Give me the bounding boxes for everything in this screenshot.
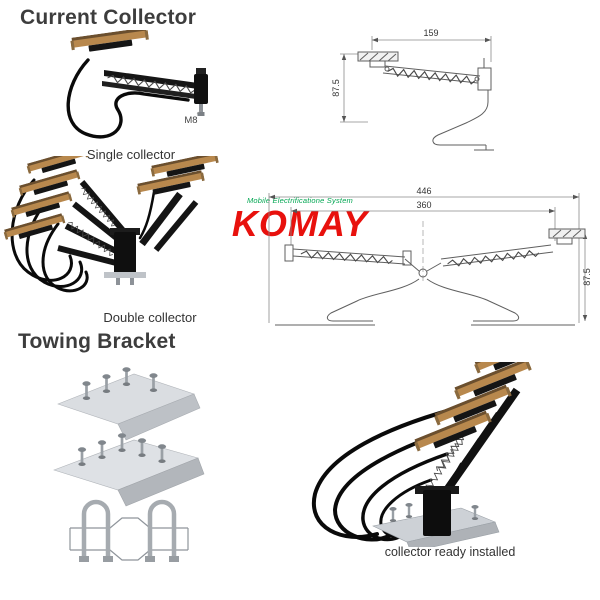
- collector-shoe: [70, 30, 150, 55]
- collector-arm: [102, 70, 198, 99]
- caption-installed: collector ready installed: [384, 545, 516, 559]
- collector-cables: [311, 400, 483, 542]
- caption-double-collector: Double collector: [103, 310, 197, 325]
- double-collector-drawing: 446 360 87.5: [268, 186, 592, 326]
- collector-side-view: [357, 51, 494, 151]
- single-collector-photo: M8: [66, 30, 208, 139]
- dim-width-label: 159: [423, 28, 438, 38]
- dim-inner-label: 360: [416, 200, 431, 210]
- collector-shoes-right: [136, 156, 220, 199]
- m8-stud: [199, 104, 203, 112]
- mounting-plates-photo: [53, 367, 205, 507]
- dim-overall-label: 446: [416, 186, 431, 196]
- heading-current-collector: Current Collector: [20, 6, 197, 29]
- logo-tagline: Mobile Electrificatione System: [246, 196, 354, 205]
- mounting-plate-bottom: [53, 433, 205, 507]
- u-bolts: [81, 499, 177, 558]
- dim-width-lines: [371, 36, 492, 62]
- double-collector-side-view: [275, 228, 586, 326]
- collector-mount: [415, 486, 459, 536]
- heading-towing-bracket: Towing Bracket: [18, 330, 176, 353]
- dim-height-lines: [340, 53, 368, 123]
- dim-height-label: 87.5: [582, 268, 592, 286]
- clamp-profile: [69, 517, 189, 561]
- mounting-plate-top: [57, 367, 201, 441]
- single-collector-drawing: 159 87.5: [331, 28, 494, 151]
- double-collector-photo: [3, 156, 220, 293]
- collector-mount: [104, 228, 146, 285]
- pipe-clamp-photo: [69, 499, 189, 562]
- u-bolt-nuts: [79, 556, 179, 562]
- m8-leader-line: [196, 109, 202, 115]
- dim-height-label: 87.5: [331, 79, 341, 97]
- collector-head: [194, 68, 208, 116]
- installed-collector-photo: [311, 362, 554, 547]
- dim-overall-lines: [268, 193, 580, 323]
- caption-single-collector: Single collector: [86, 147, 176, 162]
- m8-label: M8: [184, 115, 197, 126]
- collector-cable: [66, 58, 190, 139]
